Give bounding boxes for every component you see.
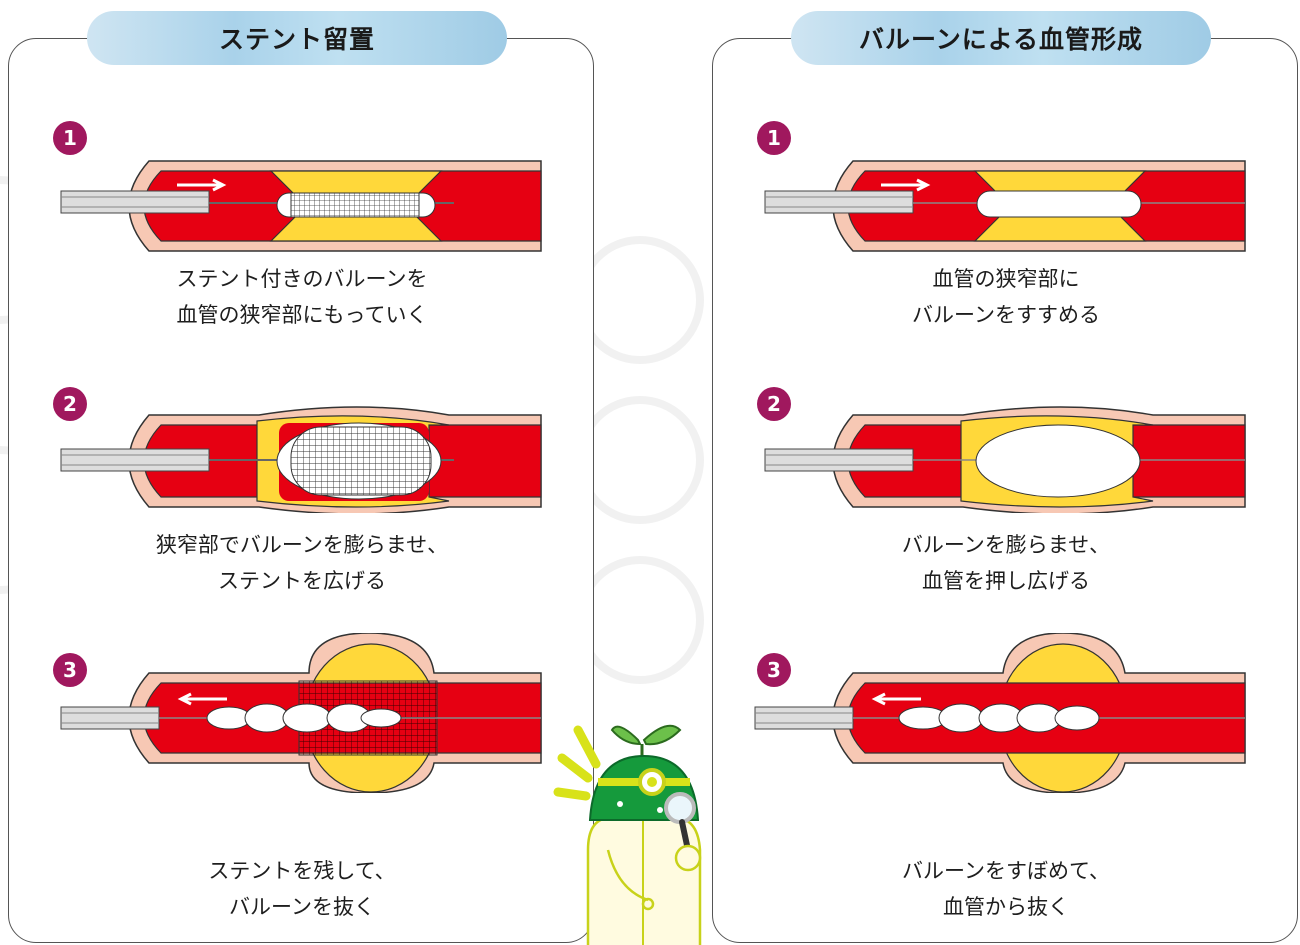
balloon-step2-diagram [764, 406, 1246, 513]
arrow-left-icon [871, 692, 921, 706]
stent-step2-diagram [60, 406, 542, 513]
arrow-left-icon [177, 692, 227, 706]
stent-step3-diagram [60, 633, 542, 793]
mascot-doctor-sprout [553, 724, 702, 945]
step-caption: バルーンを膨らませ、 血管を押し広げる [901, 533, 1111, 593]
panel-title-pill: バルーンによる血管形成 [791, 11, 1211, 65]
stent-step1-diagram [60, 160, 542, 252]
step-caption: 血管の狭窄部に バルーンをすすめる [912, 267, 1100, 327]
step-caption: ステントを残して、 バルーンを抜く [208, 859, 396, 919]
step-caption: ステント付きのバルーンを 血管の狭窄部にもっていく [176, 267, 428, 327]
step-number-badge: 2 [757, 387, 791, 421]
step-number-badge: 1 [757, 121, 791, 155]
step-number-badge: 2 [53, 387, 87, 421]
step-caption: バルーンをすぼめて、 血管から抜く [902, 859, 1110, 919]
balloon-step3-diagram [754, 633, 1246, 793]
panel-stent-placement: ステント留置 1 ステント付きのバルーンを 血管の狭窄部にもっていく [8, 11, 594, 943]
step-number-badge: 1 [53, 121, 87, 155]
arrow-right-icon [177, 178, 227, 192]
panel-title: ステント留置 [218, 25, 375, 54]
panel-balloon-angioplasty: バルーンによる血管形成 1 血管の狭窄部に バルーンをすすめる 2 [712, 11, 1298, 943]
step-number-badge: 3 [757, 653, 791, 687]
panel-title: バルーンによる血管形成 [858, 25, 1143, 54]
panel-title-pill: ステント留置 [87, 11, 507, 65]
step-number-badge: 3 [53, 653, 87, 687]
step-caption: 狭窄部でバルーンを膨らませ、 ステントを広げる [155, 533, 449, 593]
balloon-step1-diagram [764, 160, 1246, 252]
arrow-right-icon [881, 178, 931, 192]
